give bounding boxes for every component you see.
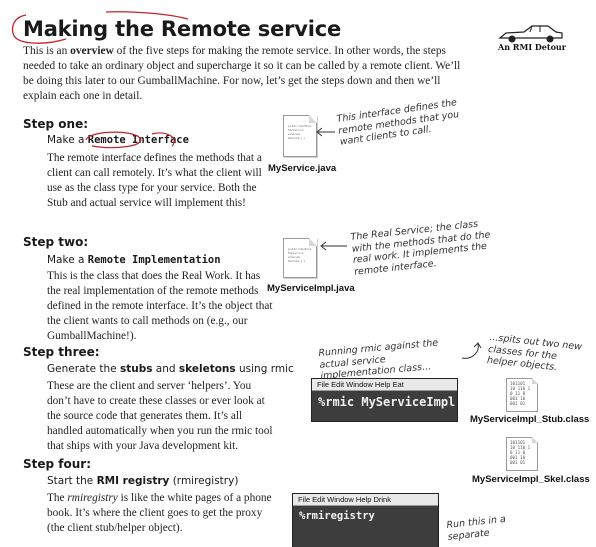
arrow-left-icon (320, 241, 347, 251)
page-title: Making the Remote service (23, 17, 342, 41)
task-suffix: using rmic (235, 363, 294, 375)
file-lines: public interface MyService extends Remot… (288, 247, 312, 263)
interface-file-name: MyService.java (268, 163, 337, 174)
file-lines: public interface MyService extends Remot… (288, 124, 312, 140)
terminal-menu-bar[interactable]: File Edit Window Help Drink (293, 494, 438, 506)
task-code: stubs (119, 363, 153, 375)
intro-paragraph: This is an overview of the five steps fo… (23, 44, 463, 104)
body-emphasis: rmiregistry (67, 492, 118, 504)
rmiregistry-terminal-window[interactable]: File Edit Window Help Drink %rmiregistry (292, 493, 439, 547)
badge-label: An RMI Detour (498, 42, 566, 52)
stub-file-name: MyServiceImpl_Stub.class (470, 414, 590, 425)
step-two-heading: Step two: (23, 235, 89, 249)
car-icon (498, 25, 563, 43)
task-prefix: Generate the (47, 363, 120, 375)
task-code-2: skeletons (178, 363, 236, 375)
skel-class-file-icon: 101101 10 110 1 0 11 0 001 10 001 01 (506, 437, 538, 471)
body-text: The (47, 492, 68, 504)
step-four-task: Start the RMI registry (rmiregistry) (47, 475, 238, 487)
red-scribble-circle (11, 11, 189, 44)
red-scribble-loop (85, 131, 175, 149)
step-two-body: This is the class that does the Real Wor… (47, 270, 273, 342)
step-two-task: Make a Remote Implementation (47, 254, 221, 266)
intro-text-rest: of the five steps for making the remote … (23, 45, 461, 102)
impl-file-name: MyServiceImpl.java (267, 283, 355, 294)
registry-note: Run this in a separate (446, 513, 507, 543)
task-prefix: Start the (47, 475, 97, 487)
rmic-note: Running rmic against the actual service … (318, 337, 439, 382)
impl-file-icon: public interface MyService extends Remot… (283, 238, 317, 278)
task-code: RMI registry (96, 475, 170, 487)
terminal-command-text: rmic MyServiceImpl (325, 395, 456, 409)
terminal-prompt: % (299, 510, 306, 522)
terminal-command[interactable]: %rmic MyServiceImpl (312, 391, 457, 413)
terminal-menu-bar[interactable]: File Edit Window Help Eat (312, 379, 457, 391)
step-one-body: The remote interface defines the methods… (47, 152, 262, 209)
step-four-heading: Step four: (23, 457, 92, 471)
step-one-heading: Step one: (23, 117, 89, 131)
task-mid: and (152, 363, 179, 375)
arrow-left-icon (316, 127, 335, 137)
rmic-terminal-window[interactable]: File Edit Window Help Eat %rmic MyServic… (311, 378, 458, 422)
task-prefix: Make a (47, 134, 88, 146)
task-code: Remote Implementation (87, 254, 221, 266)
body-text-rest: is like the white pages of a phone book.… (47, 492, 272, 534)
step-three-body: These are the client and server ‘helpers… (47, 380, 273, 452)
interface-file-icon: public interface MyService extends Remot… (283, 115, 317, 157)
binary-digits: 101101 10 110 1 0 11 0 001 10 001 01 (510, 381, 531, 406)
step-four-body: The rmiregistry is like the white pages … (47, 491, 272, 536)
curved-arrow-icon (461, 342, 482, 359)
binary-digits: 101101 10 110 1 0 11 0 001 10 001 01 (510, 440, 531, 465)
spits-note: ...spits out two new classes for the hel… (486, 332, 583, 374)
terminal-prompt: % (318, 395, 326, 409)
rmi-detour-badge: An RMI Detour (496, 20, 566, 56)
stub-class-file-icon: 101101 10 110 1 0 11 0 001 10 001 01 (506, 378, 538, 412)
step-one-task: Make a Remote Interface (47, 134, 189, 146)
impl-note: The Real Service; the class with the met… (350, 218, 491, 278)
task-prefix: Make a (47, 254, 88, 266)
skel-file-name: MyServiceImpl_Skel.class (472, 474, 590, 485)
task-suffix: (rmiregistry) (169, 475, 239, 487)
task-code: Remote Interface (87, 134, 189, 146)
terminal-command-text: rmiregistry (305, 510, 375, 522)
intro-emphasis: overview (70, 45, 114, 57)
step-three-task: Generate the stubs and skeletons using r… (47, 363, 294, 375)
step-three-heading: Step three: (23, 345, 100, 359)
terminal-command[interactable]: %rmiregistry (293, 506, 438, 526)
intro-text: This is an (23, 45, 71, 57)
